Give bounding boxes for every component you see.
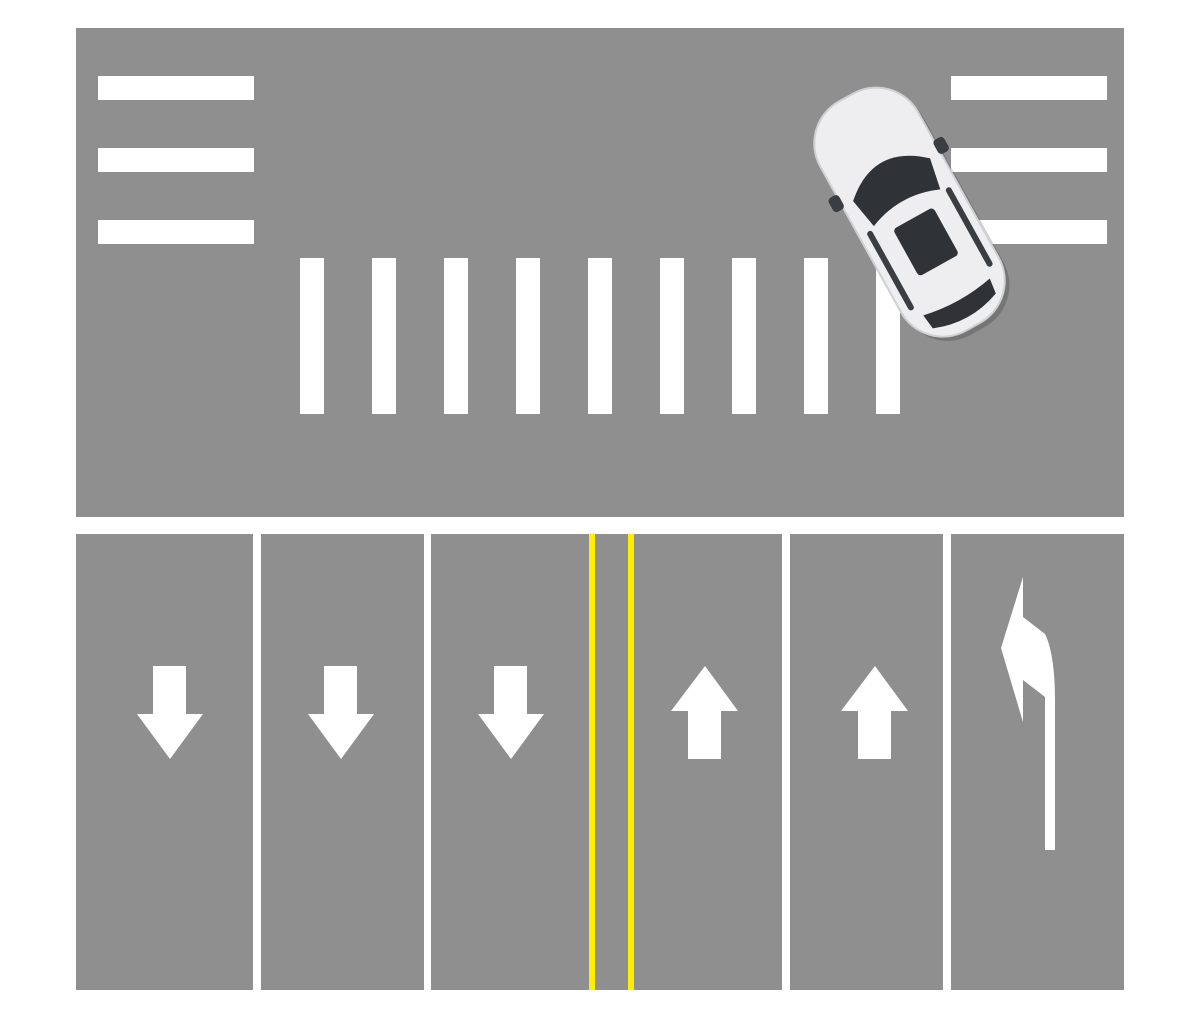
arrow-down-icon	[478, 666, 544, 759]
lane-3	[431, 534, 589, 990]
arrow-up-icon	[841, 666, 908, 759]
crosswalk	[300, 258, 900, 414]
arrow-down-icon	[137, 666, 203, 759]
car-icon	[813, 86, 1010, 341]
yellow-line-left	[589, 534, 595, 990]
car-side-window-left	[867, 230, 914, 311]
crosswalk-stripe	[516, 258, 540, 414]
car-mirror-right	[933, 136, 949, 154]
crosswalk-stripe	[300, 258, 324, 414]
car-body	[813, 86, 1006, 338]
crosswalk-stripe	[660, 258, 684, 414]
stop-bar	[951, 148, 1107, 172]
left-turn-arrow-icon	[1001, 577, 1055, 850]
lanes-area	[76, 534, 1124, 990]
car-mirror-left	[828, 195, 844, 213]
lane-5	[790, 534, 943, 990]
lane-2	[261, 534, 424, 990]
car-windshield	[853, 155, 941, 227]
car-side-window-right	[945, 187, 993, 267]
crosswalk-stripe	[732, 258, 756, 414]
crosswalk-stripe	[372, 258, 396, 414]
yellow-line-right	[628, 534, 634, 990]
crosswalk-stripe	[804, 258, 828, 414]
car-rear-window	[923, 278, 996, 329]
crosswalk-stripe	[588, 258, 612, 414]
stop-bar	[951, 76, 1107, 100]
lane-1	[76, 534, 253, 990]
stop-bar	[98, 220, 254, 244]
double-yellow-center-line	[589, 534, 634, 990]
lane-4	[634, 534, 782, 990]
arrow-up-icon	[671, 666, 738, 759]
stop-bars-left	[98, 76, 254, 244]
stop-bar	[98, 148, 254, 172]
car-sunroof	[894, 208, 958, 276]
arrow-down-icon	[308, 666, 374, 759]
crosswalk-stripe	[444, 258, 468, 414]
lane-6	[951, 534, 1124, 990]
center-median	[595, 534, 628, 990]
stop-bar	[98, 76, 254, 100]
